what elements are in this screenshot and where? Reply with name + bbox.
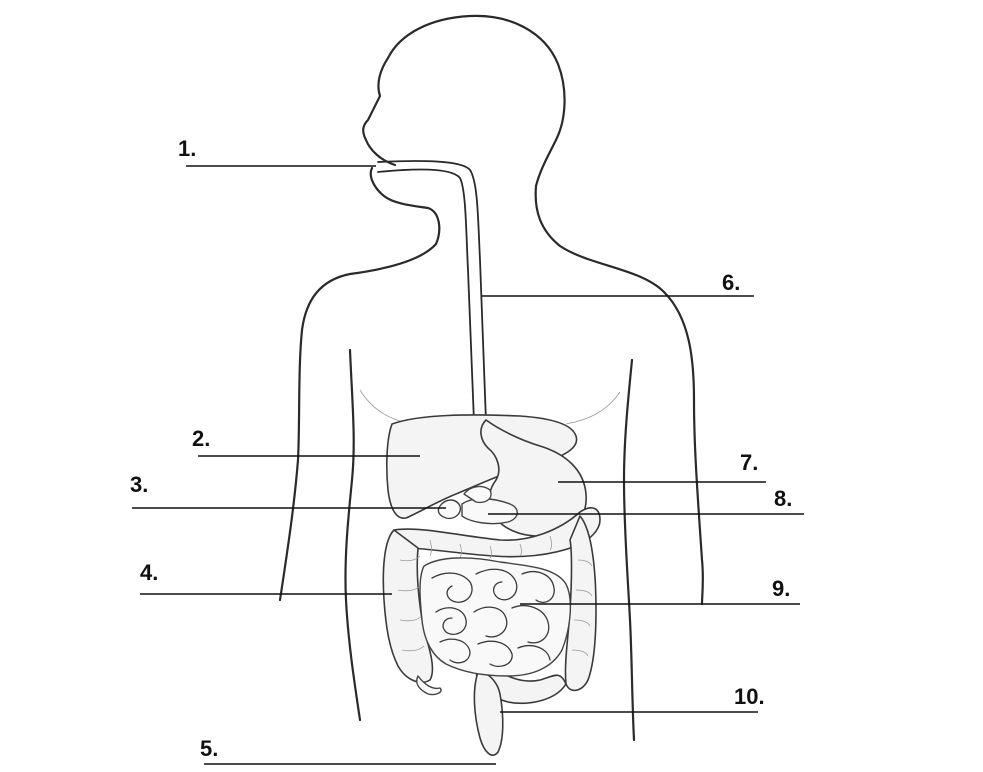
right-torso-side <box>622 358 636 742</box>
label-8: 8. <box>774 486 792 511</box>
esophagus-outer <box>377 160 487 423</box>
left-torso-side <box>344 348 362 722</box>
transverse-colon <box>390 507 601 558</box>
right-neck-shoulder-outline <box>534 184 704 606</box>
label-7: 7. <box>740 450 758 475</box>
haustra-marks <box>397 535 593 657</box>
small-intestine <box>419 557 571 677</box>
label-9: 9. <box>772 576 790 601</box>
label-6: 6. <box>722 270 740 295</box>
small-intestine-coils <box>431 568 555 668</box>
chin-neck-outline <box>369 166 441 246</box>
head-outline <box>362 14 566 188</box>
small-intestine-mass <box>419 557 571 677</box>
label-3: 3. <box>130 472 148 497</box>
ascending-colon <box>382 529 434 684</box>
label-5: 5. <box>200 736 218 761</box>
descending-colon <box>564 515 597 692</box>
duodenum <box>463 485 492 504</box>
label-10: 10. <box>734 684 765 709</box>
label-numbers: 1. 2. 3. 4. 5. 6. 7. 8. 9. 10. <box>130 136 792 761</box>
label-4: 4. <box>140 560 158 585</box>
appendix <box>416 675 442 696</box>
left-shoulder-arm-outline <box>278 242 438 602</box>
chest-contour-right <box>565 391 621 425</box>
esophagus-inner <box>377 168 475 423</box>
label-2: 2. <box>192 426 210 451</box>
chest-contour-left <box>359 389 413 425</box>
gallbladder <box>437 499 461 520</box>
label-1: 1. <box>178 136 196 161</box>
esophagus <box>377 160 487 423</box>
rectum <box>473 671 504 756</box>
body-outline <box>278 14 704 742</box>
leader-lines <box>132 165 804 765</box>
